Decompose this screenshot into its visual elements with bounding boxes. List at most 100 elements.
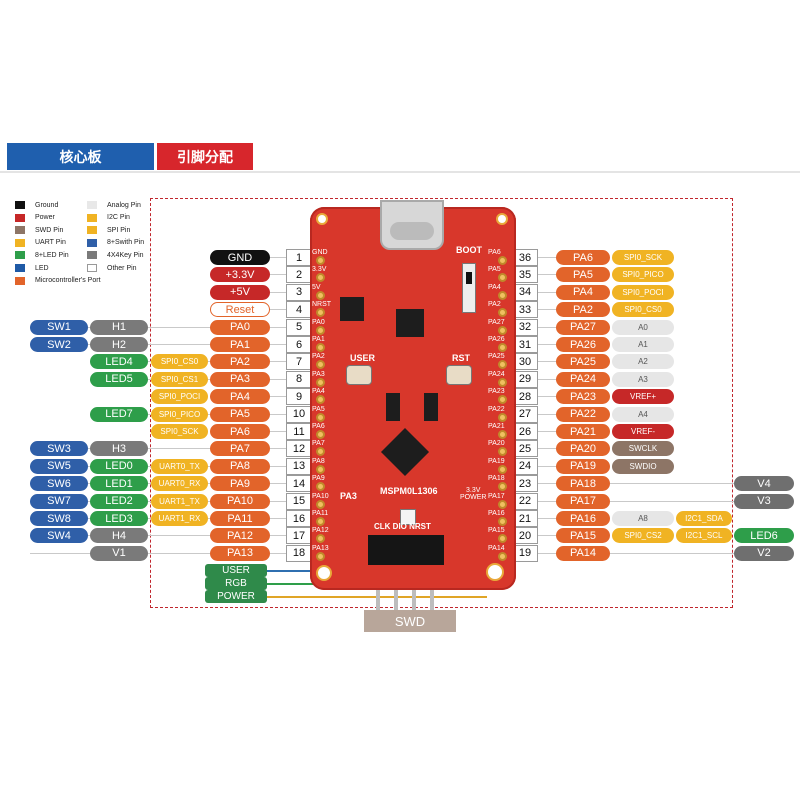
mount-hole-tr [496,213,508,225]
mount-hole-bl [316,565,332,581]
pin-pad [498,430,507,439]
user-label: USER [350,353,376,363]
pin-pad [498,551,507,561]
mcu-chip [380,427,430,477]
port-label: PA23 [556,389,610,405]
pin-pad [316,325,325,335]
regulator-chip [340,297,364,321]
legend-label: Analog Pin [107,201,141,209]
port-label: +5V [210,284,270,300]
silk-pin-label: PA4 [488,283,501,291]
silk-pin-label: PA5 [488,266,501,274]
signal-label: POWER [205,590,267,603]
legend-swatch [87,213,97,222]
silk-pin-label: GND [312,249,328,256]
connector-line [610,500,734,502]
silk-pin-label: 5V [312,283,321,291]
function-label: SPI0_POCI [151,389,208,405]
swd-header-label: CLK DIO NRST [374,522,431,531]
function-label: A3 [612,371,674,387]
pin-pad [316,395,325,405]
legend-label: Power [35,214,55,222]
key-label: H4 [90,528,148,544]
key-label: H3 [90,441,148,457]
pin-pad [316,360,325,370]
pin-number: 2 [286,266,312,284]
silk-pin-label: PA22 [488,405,505,413]
led-label: LED2 [90,493,148,509]
port-label: PA9 [210,476,270,492]
legend-label: I2C Pin [107,214,130,222]
function-label: A8 [612,511,674,526]
silk-pin-label: PA20 [488,440,505,448]
header-rule [0,171,800,173]
function-label: VREF- [612,424,674,439]
legend-swatch [15,226,25,235]
silk-pin-label: PA24 [488,370,505,378]
legend-label: 8+LED Pin [35,251,69,259]
port-label: PA18 [556,476,610,492]
led-label: LED6 [734,528,794,544]
pin-pad [316,377,325,387]
port-label: PA8 [210,458,270,474]
pin-number: 19 [512,544,538,562]
pin-pad [498,360,507,370]
legend-label: Ground [35,201,59,209]
pin-number: 10 [286,405,312,423]
extension-label: V3 [734,493,794,509]
pin-pad [498,534,507,544]
port-label: PA2 [556,302,610,318]
connector-line [610,483,734,485]
legend-item: 8+LED Pin [15,251,69,260]
led-label: LED7 [90,406,148,422]
i2c-label: I2C1_SCL [676,528,732,544]
port-label: PA0 [210,319,270,335]
function-label: SPI0_PICO [612,267,674,283]
pin-pad [316,430,325,439]
pin-pad [316,517,325,526]
silk-pin-label: PA3 [312,370,325,378]
port-label: PA10 [210,493,270,509]
rst-button [446,365,472,385]
usb-chip [396,309,424,337]
pin-number: 4 [286,301,312,319]
legend-item: 4X4Key Pin [87,251,144,260]
pin-pad [316,412,325,422]
pin-number: 33 [512,301,538,319]
port-label: GND [210,250,270,265]
extension-label: V4 [734,476,794,492]
pin-number: 36 [512,249,538,266]
silk-pin-label: PA10 [312,492,329,500]
connector-line [610,552,734,554]
key-label: H1 [90,319,148,335]
rgb-led [400,509,416,525]
swd-pins [372,590,448,612]
silk-pin-label: PA25 [488,353,505,361]
port-label: PA16 [556,511,610,526]
legend-swatch [87,251,97,260]
function-label: SPI0_SCK [612,250,674,265]
pin-pad [498,517,507,526]
silk-pin-label: PA0 [312,318,325,326]
silk-pin-label: PA23 [488,388,505,396]
pin-number: 12 [286,440,312,458]
mount-hole-tl [316,213,328,225]
switch-label: SW8 [30,511,88,526]
pin-pad [498,273,507,283]
boot-label: BOOT [456,245,482,255]
port-label: PA26 [556,337,610,352]
silk-pin-label: PA2 [488,301,501,309]
pin-pad [316,447,325,457]
legend-item: I2C Pin [87,213,130,222]
port-label: PA2 [210,354,270,370]
pin-pad [498,343,507,352]
pin-number: 1 [286,249,312,266]
function-label: SWDIO [612,458,674,474]
pin-number: 18 [286,544,312,562]
header-core-board: 核心板 [7,143,154,170]
pin-pad [316,308,325,318]
pin-number: 31 [512,336,538,353]
silk-pin-label: PA4 [312,388,325,396]
switch-label: SW4 [30,528,88,544]
